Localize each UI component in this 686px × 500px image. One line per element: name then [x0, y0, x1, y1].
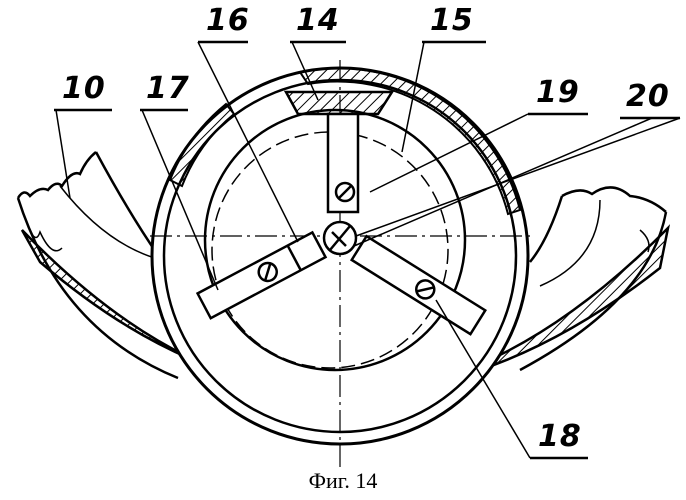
label-15: 15 — [430, 6, 474, 36]
figure-caption: Фиг. 14 — [0, 468, 686, 494]
top-blade — [328, 114, 358, 212]
label-10: 10 — [62, 74, 106, 104]
label-20: 20 — [626, 82, 670, 112]
central-hub — [324, 222, 356, 254]
label-16: 16 — [206, 6, 250, 36]
label-18: 18 — [538, 422, 582, 452]
label-17: 17 — [146, 74, 190, 104]
label-19: 19 — [536, 78, 580, 108]
label-14: 14 — [296, 6, 340, 36]
top-wedge-block — [286, 92, 392, 114]
